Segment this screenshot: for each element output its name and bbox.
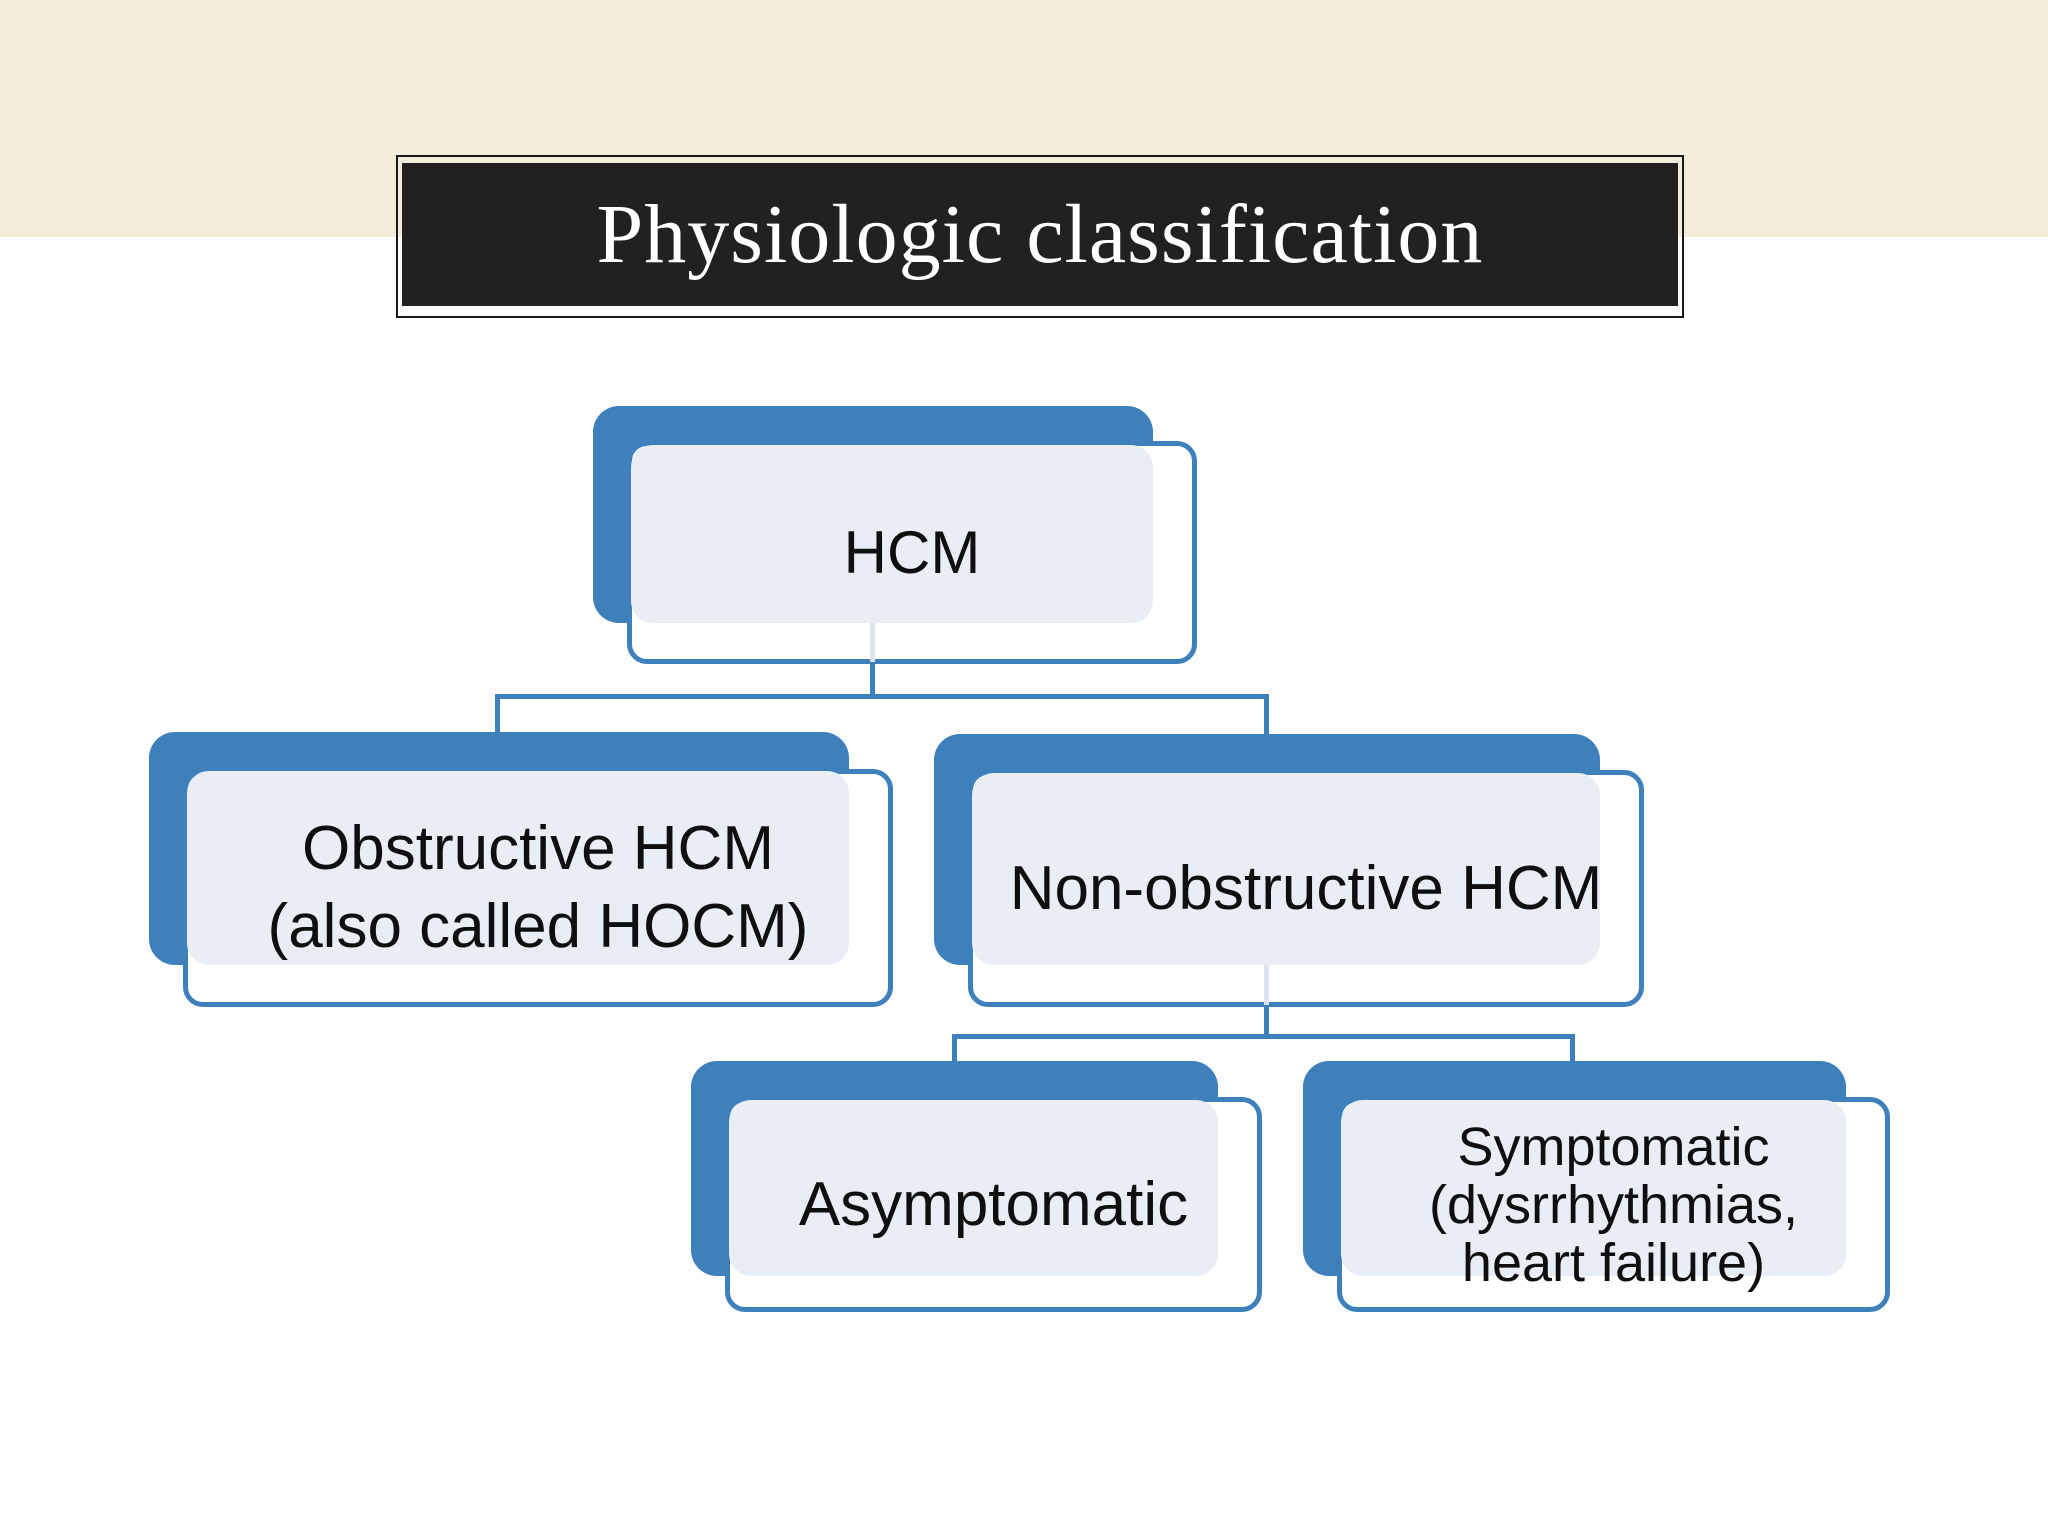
node-non-obstructive-hcm: Non-obstructive HCM [934,734,1654,1008]
node-symptomatic-label: Symptomatic (dysrrhythmias, heart failur… [1337,1097,1890,1312]
node-symptomatic-panel [1341,1100,1846,1276]
node-symptomatic-label-line: heart failure) [1461,1232,1766,1293]
title-box: Physiologic classification [402,163,1678,306]
connector-hcm-stub [870,662,875,699]
node-hcm-label: HCM [627,441,1197,664]
node-symptomatic-label-line: (dysrrhythmias, [1428,1174,1799,1235]
connector-non-obstructive-stub [1264,694,1269,740]
connector-non-obstructive-down-pale [1264,965,1269,1009]
node-hcm: HCM [593,406,1197,664]
node-obstructive-hcm: Obstructive HCM (also called HOCM) [149,732,903,1008]
connector-non-obstructive-down [1264,1005,1269,1039]
node-obstructive-label: Obstructive HCM (also called HOCM) [183,769,893,1007]
node-obstructive-label-line: (also called HOCM) [267,892,809,961]
node-asymptomatic-label: Asymptomatic [725,1097,1262,1312]
connector-hcm-stub-pale [870,623,875,666]
node-non-obstructive-panel [972,773,1600,965]
connector-symptomatic-stub [1570,1034,1575,1065]
node-asymptomatic-label-line: Asymptomatic [798,1169,1189,1239]
node-asymptomatic: Asymptomatic [691,1061,1266,1316]
node-obstructive-panel [187,771,849,965]
slide-title: Physiologic classification [596,188,1484,281]
connector-rail-level2 [495,694,1269,699]
title-frame: Physiologic classification [396,155,1684,318]
node-symptomatic-label-line: Symptomatic [1457,1116,1770,1177]
connector-asymptomatic-stub [952,1034,957,1065]
node-asymptomatic-panel [729,1100,1218,1276]
node-obstructive-label-line: Obstructive HCM [302,814,774,883]
node-hcm-label-line: HCM [843,518,981,586]
node-hcm-panel [631,445,1153,623]
node-non-obstructive-label: Non-obstructive HCM [968,770,1644,1007]
connector-rail-level3 [952,1034,1575,1039]
node-symptomatic: Symptomatic (dysrrhythmias, heart failur… [1303,1061,1894,1316]
connector-obstructive-stub [495,694,500,740]
node-non-obstructive-label-line: Non-obstructive HCM [1009,853,1603,923]
